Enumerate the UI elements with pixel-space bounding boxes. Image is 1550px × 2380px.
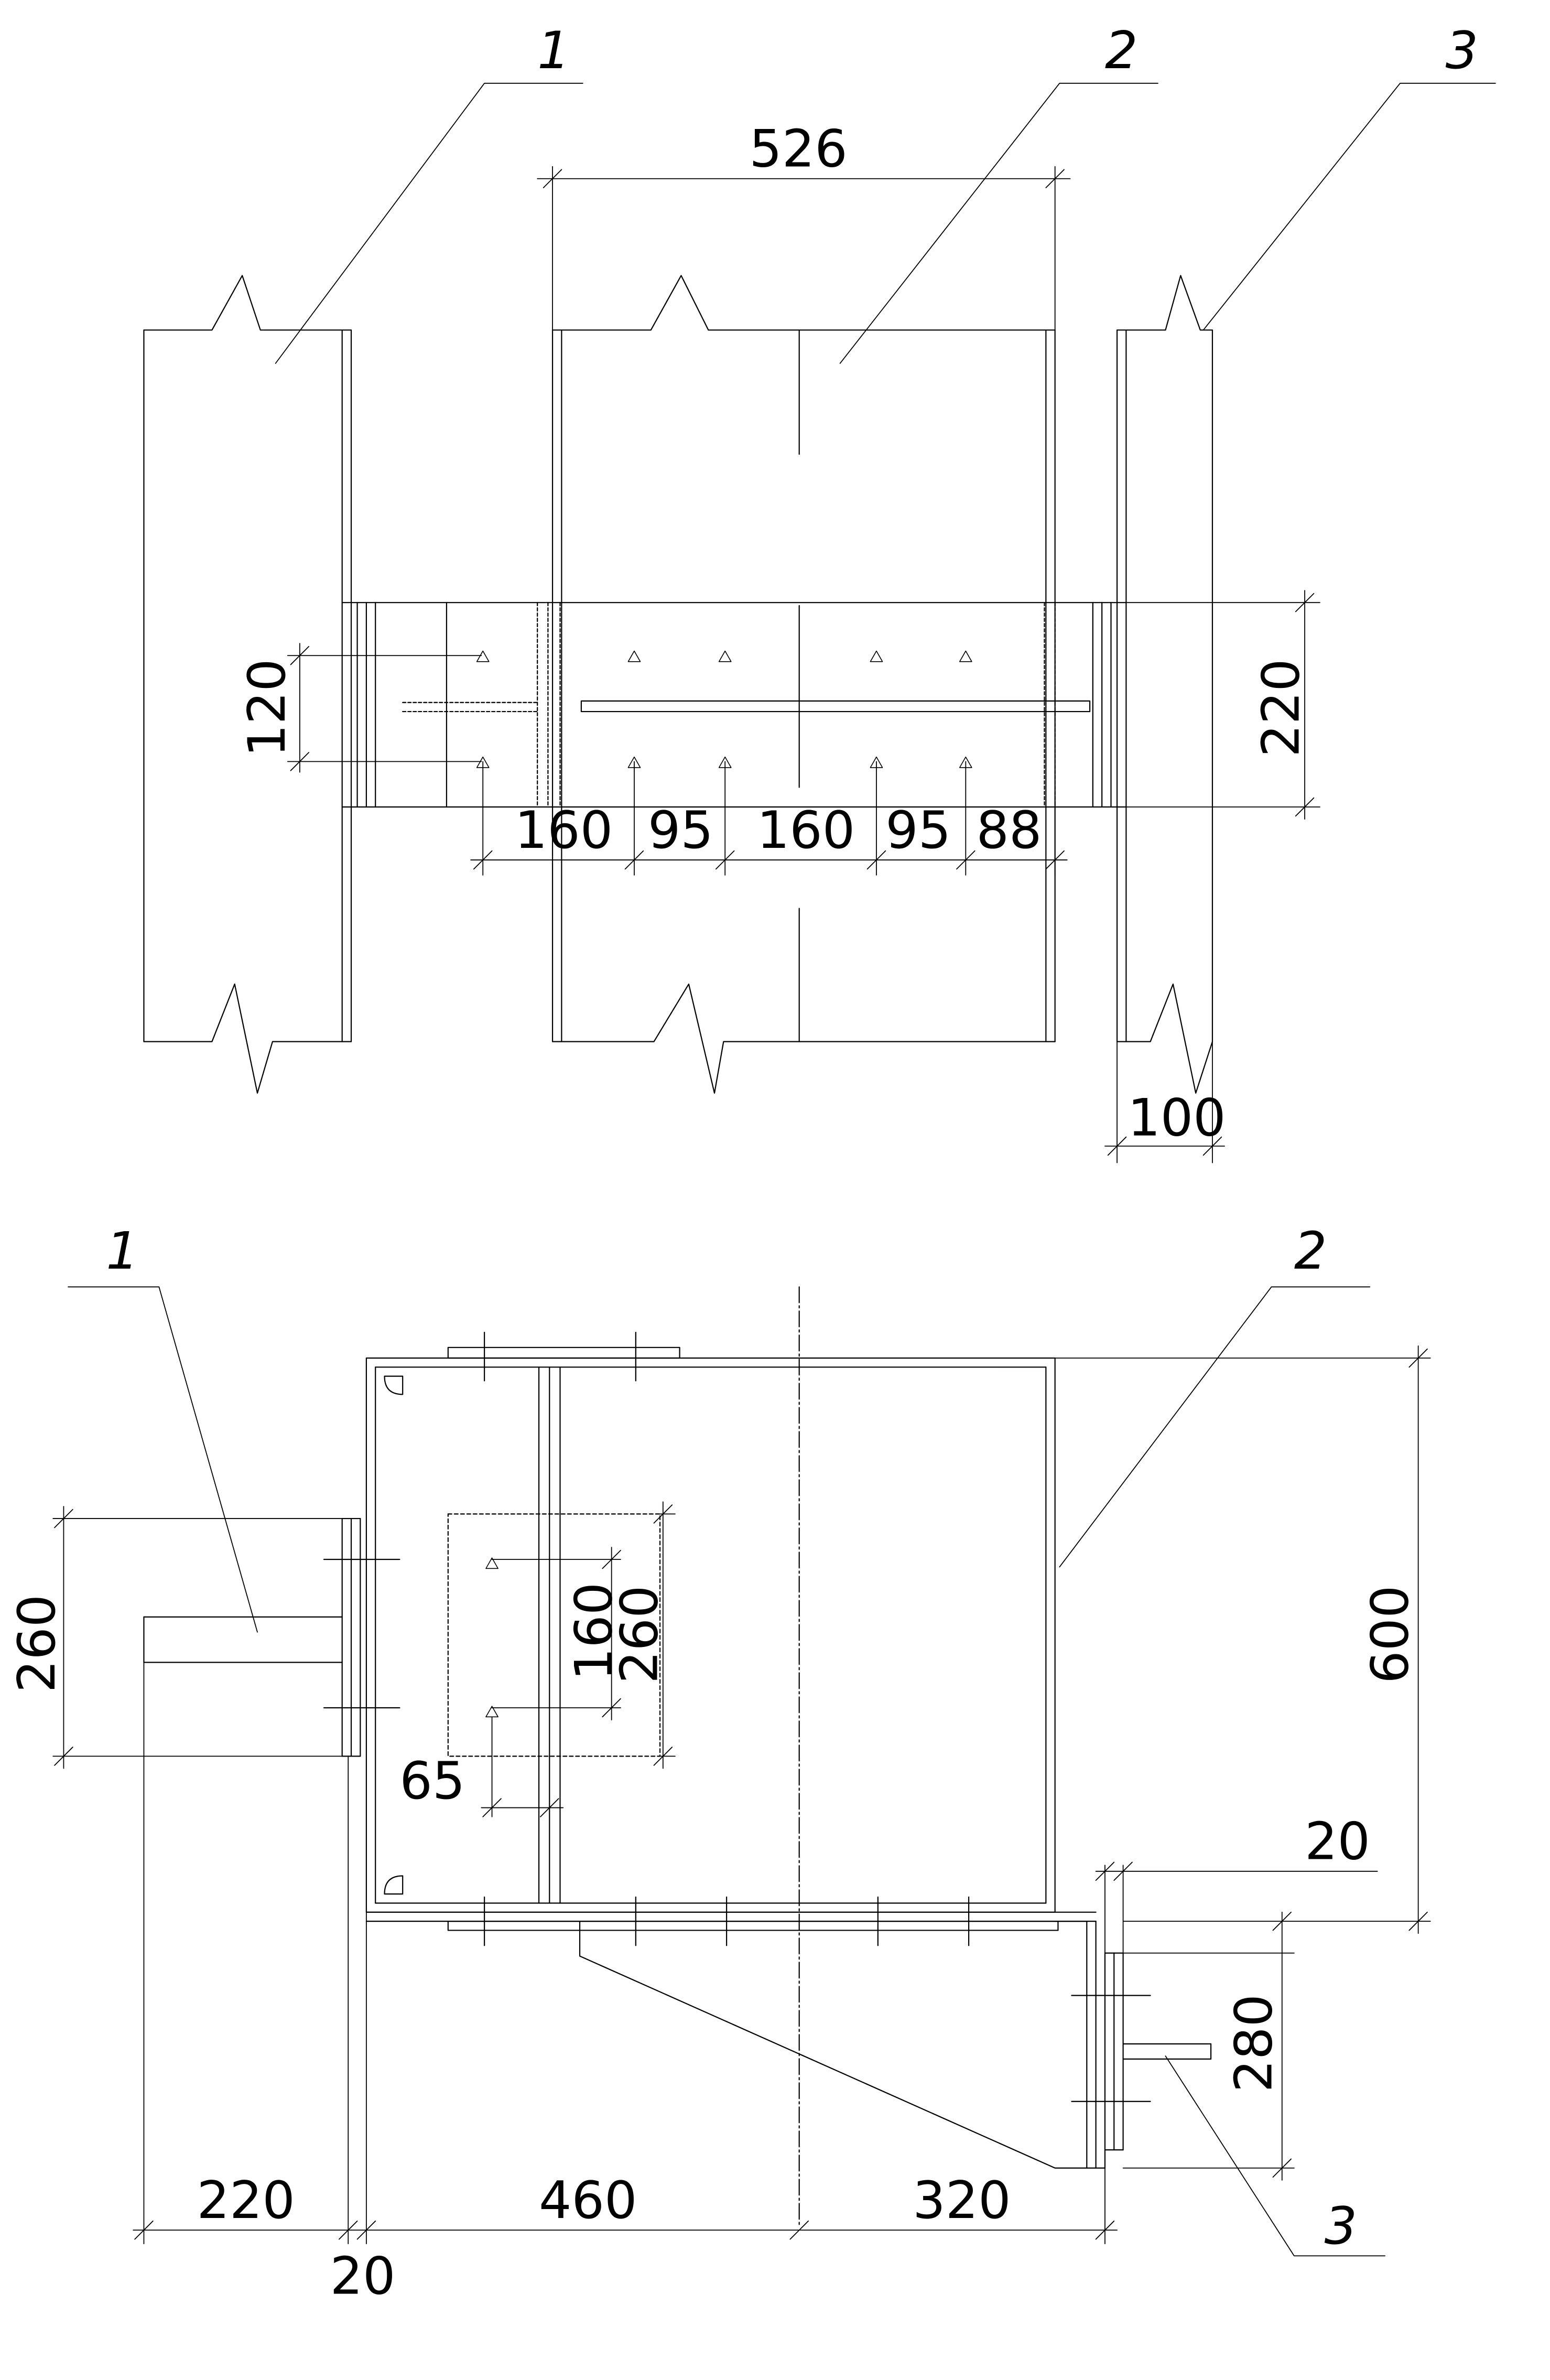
top-connection-plate: [342, 602, 1126, 807]
dim-bot-right-plate: 280: [1224, 1994, 1284, 2092]
dim-bot-left-plate: 260: [7, 1595, 67, 1693]
top-callout-1: 1: [537, 21, 570, 81]
bottom-bracket: [580, 1921, 1211, 2168]
dim-top-width: 526: [749, 120, 847, 179]
top-beam-2: [552, 276, 1055, 1093]
dim-bot-edge: 65: [399, 1751, 465, 1811]
dim-top-h1: 160: [515, 801, 613, 860]
dim-bot-inner-plate: 260: [610, 1585, 669, 1683]
dim-bot-bolt-pitch: 160: [565, 1582, 624, 1681]
bottom-column-1: [144, 1519, 399, 1756]
dim-top-bolt-pitch: 120: [237, 659, 297, 757]
top-dimension-lines: [288, 167, 1320, 1163]
bottom-beam-2: [366, 1287, 1096, 2225]
bottom-bolts: [486, 1558, 498, 1717]
dim-bot-w1: 220: [197, 2171, 295, 2231]
dim-bot-w3: 320: [913, 2171, 1011, 2231]
bottom-callout-2: 2: [1294, 1222, 1327, 1281]
top-callout-3: 3: [1446, 21, 1478, 81]
dim-bot-w2: 460: [539, 2171, 637, 2231]
top-column-3: [1117, 276, 1212, 1093]
dim-top-h4: 95: [885, 801, 951, 860]
top-callout-leaders: [276, 83, 1495, 363]
bottom-callout-3: 3: [1325, 2196, 1357, 2256]
dim-top-h3: 160: [757, 801, 855, 860]
top-callout-2: 2: [1105, 21, 1137, 81]
dim-bot-w4: 20: [330, 2246, 396, 2306]
bottom-dimension-lines: [53, 1346, 1430, 2244]
top-column-1: [144, 276, 351, 1093]
top-bolts: [477, 651, 972, 768]
dim-top-h5: 88: [977, 801, 1042, 860]
dim-top-h2: 95: [648, 801, 713, 860]
dim-top-flange: 100: [1128, 1089, 1226, 1148]
dim-bot-gap: 20: [1305, 1812, 1370, 1872]
bottom-callout-leaders: [68, 1287, 1385, 2256]
dim-bot-height: 600: [1360, 1585, 1420, 1683]
dim-top-plate-height: 220: [1252, 659, 1311, 757]
bottom-callout-1: 1: [106, 1222, 138, 1281]
